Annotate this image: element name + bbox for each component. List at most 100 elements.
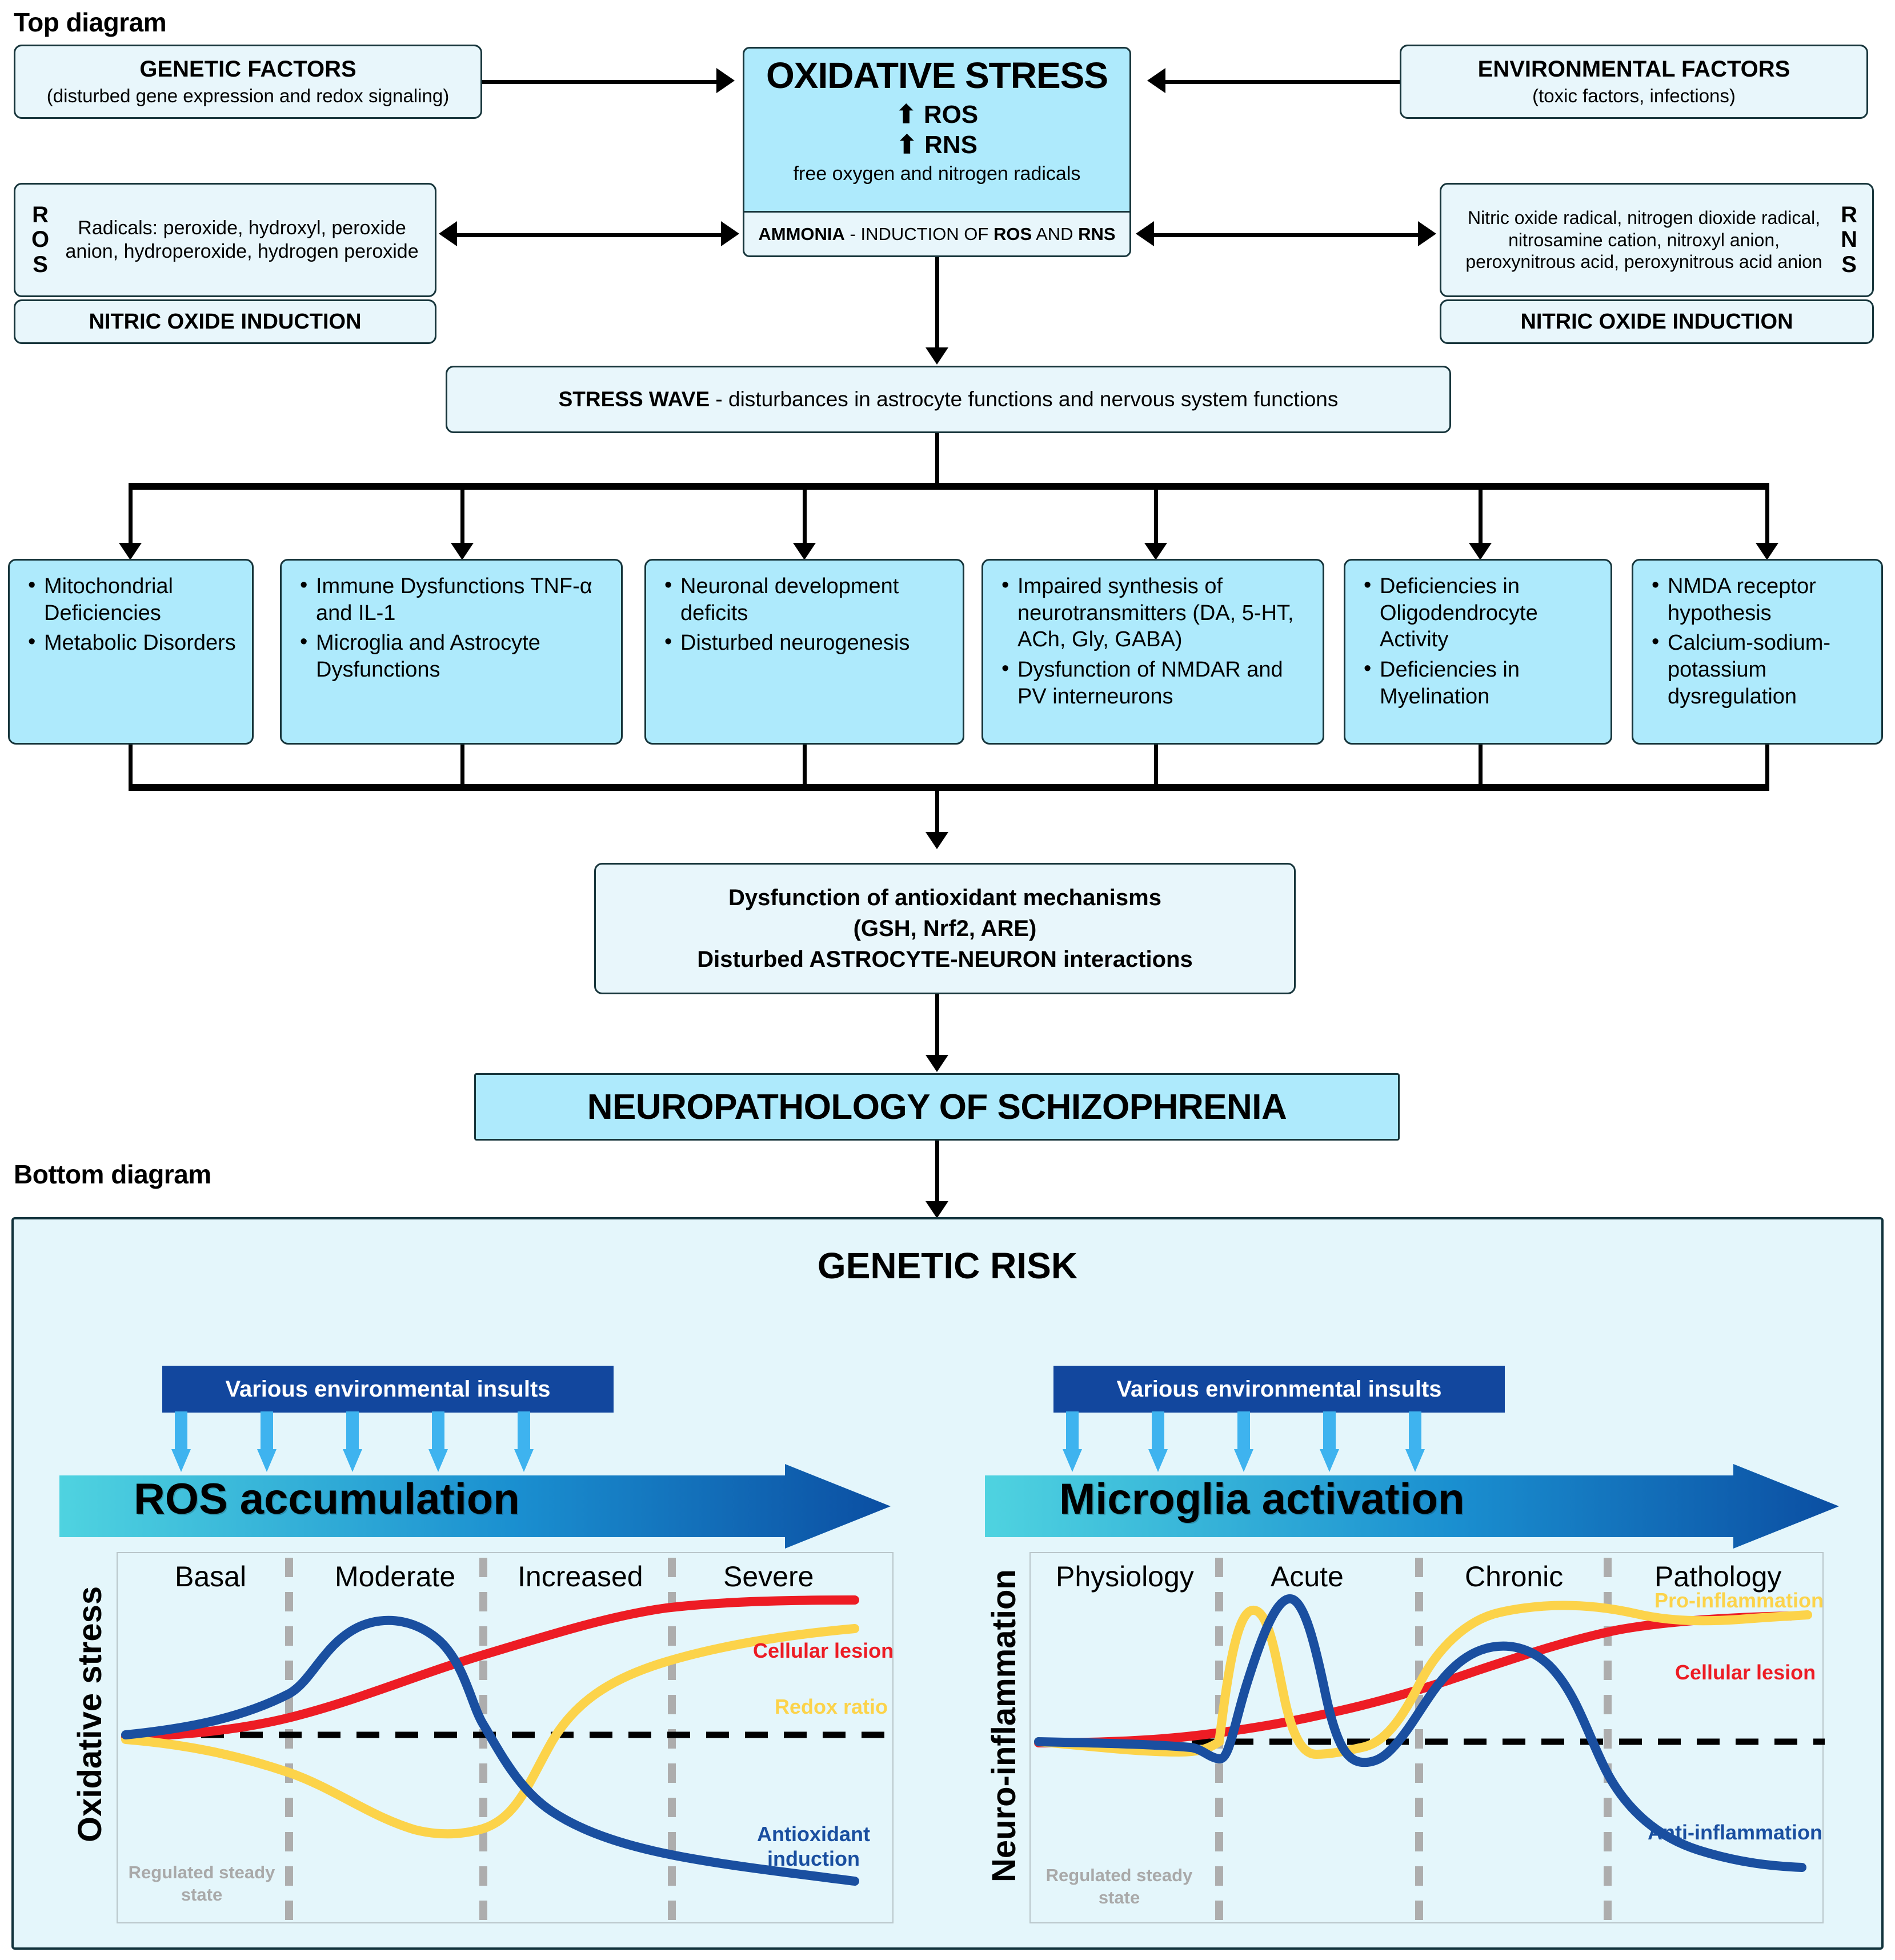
branch-drop-2 (460, 483, 464, 545)
rns-nitric-oxide-induction-box: NITRIC OXIDE INDUCTION (1440, 299, 1874, 344)
arrow-converge-to-antioxidant (926, 832, 948, 849)
ros-increase-line: ⬆ ROS (895, 101, 979, 129)
left-label-antioxidant-induction: Antioxidant induction (757, 1822, 870, 1871)
branch-list-1: Mitochondrial Deficiencies Metabolic Dis… (25, 572, 242, 660)
up-arrow-icon: ⬆ (895, 101, 917, 129)
connector-ammonia-to-rns (1154, 233, 1418, 237)
rns-increase-line: ⬆ RNS (896, 131, 977, 159)
oxidative-stress-box: OXIDATIVE STRESS ⬆ ROS ⬆ RNS free oxygen… (743, 47, 1131, 213)
left-chart-frame: Basal Moderate Increased Severe Regulate… (117, 1552, 895, 1923)
list-item: Impaired synthesis of neurotransmitters … (998, 572, 1312, 653)
arrow-ammonia-to-rns-right (1418, 221, 1436, 246)
right-label-cellular-lesion: Cellular lesion (1675, 1661, 1816, 1684)
list-item: Neuronal development deficits (661, 572, 952, 626)
right-phase-label-4: Pathology (1654, 1561, 1782, 1593)
converge-bus-horizontal (129, 784, 1769, 791)
connector-ammonia-to-stresswave (935, 257, 939, 349)
oxidative-stress-title: OXIDATIVE STRESS (766, 55, 1108, 96)
right-phase-label-3: Chronic (1465, 1561, 1564, 1593)
left-phase-label-2: Moderate (335, 1561, 456, 1593)
right-label-anti-inflammation: Anti-inflammation (1648, 1821, 1822, 1844)
branch-arrow-4 (1144, 543, 1167, 560)
right-insults-label: Various environmental insults (1116, 1376, 1442, 1402)
ammonia-text: AMMONIA - INDUCTION OF ROS AND RNS (758, 223, 1116, 244)
left-phase-label-4: Severe (723, 1561, 814, 1593)
branch-box-5: Deficiencies in Oligodendrocyte Activity… (1344, 559, 1612, 745)
converge-riser-6 (1765, 745, 1769, 787)
rns-footer: NITRIC OXIDE INDUCTION (1520, 309, 1793, 334)
right-steady-state-label: Regulated steady state (1045, 1865, 1193, 1907)
list-item: Disturbed neurogenesis (661, 629, 952, 657)
branch-box-2: Immune Dysfunctions TNF-α and IL-1 Micro… (280, 559, 623, 745)
right-phase-label-1: Physiology (1056, 1561, 1194, 1593)
branch-box-6: NMDA receptor hypothesis Calcium-sodium-… (1632, 559, 1883, 745)
list-item: NMDA receptor hypothesis (1648, 572, 1871, 626)
right-label-pro-inflammation: Pro-inflammation (1654, 1589, 1824, 1612)
ros-accumulation-label: ROS accumulation (134, 1475, 520, 1523)
genetic-risk-title: GENETIC RISK (817, 1245, 1078, 1286)
left-phase-label-1: Basal (175, 1561, 247, 1593)
converge-riser-2 (460, 745, 464, 787)
branch-arrow-2 (451, 543, 474, 560)
left-phase-dividers (285, 1558, 676, 1920)
environmental-factors-subtitle: (toxic factors, infections) (1532, 85, 1736, 107)
branch-arrow-6 (1756, 543, 1778, 560)
up-arrow-icon: ⬆ (896, 131, 918, 159)
list-item: Immune Dysfunctions TNF-α and IL-1 (297, 572, 611, 626)
branch-bus-horizontal (129, 483, 1769, 490)
left-axis-title: Oxidative stress (71, 1586, 109, 1842)
top-diagram-caption: Top diagram (14, 7, 167, 37)
left-phase-label-3: Increased (518, 1561, 643, 1593)
genetic-factors-title: GENETIC FACTORS (139, 57, 356, 82)
branch-drop-3 (803, 483, 807, 545)
branch-drop-6 (1765, 483, 1769, 545)
right-chart-frame: Physiology Acute Chronic Pathology Regul… (1029, 1552, 1825, 1923)
branch-box-1: Mitochondrial Deficiencies Metabolic Dis… (8, 559, 254, 745)
microglia-activation-arrow (985, 1464, 1839, 1549)
branch-list-5: Deficiencies in Oligodendrocyte Activity… (1360, 572, 1600, 714)
microglia-activation-label: Microglia activation (1059, 1475, 1465, 1523)
connector-environmental-to-oxidative (1165, 80, 1400, 84)
list-item: Calcium-sodium-potassium dysregulation (1648, 629, 1871, 710)
ros-body: Radicals: peroxide, hydroxyl, peroxide a… (65, 217, 419, 262)
arrow-ammonia-to-rns-left (1136, 221, 1154, 246)
right-insults-box: Various environmental insults (1053, 1366, 1505, 1413)
converge-riser-3 (803, 745, 807, 787)
rns-body: Nitric oxide radical, nitrogen dioxide r… (1465, 207, 1822, 273)
connector-genetic-to-oxidative (482, 80, 716, 84)
left-steady-state-label: Regulated steady state (128, 1862, 275, 1905)
branch-drop-1 (129, 483, 133, 545)
branch-arrow-5 (1469, 543, 1492, 560)
left-curve-cellular-lesion (121, 1595, 859, 1742)
list-item: Dysfunction of NMDAR and PV interneurons (998, 655, 1312, 710)
branch-list-4: Impaired synthesis of neurotransmitters … (998, 572, 1312, 714)
ros-accumulation-arrow (59, 1464, 891, 1549)
connector-ammonia-to-ros (457, 233, 721, 237)
antioxidant-line1: Dysfunction of antioxidant mechanisms (728, 885, 1161, 910)
branch-drop-5 (1479, 483, 1483, 545)
ros-footer: NITRIC OXIDE INDUCTION (89, 309, 362, 334)
genetic-factors-box: GENETIC FACTORS (disturbed gene expressi… (14, 45, 482, 119)
rns-box: Nitric oxide radical, nitrogen dioxide r… (1440, 183, 1874, 297)
arrow-antioxidant-to-neuropathology (926, 1055, 948, 1072)
right-insult-arrows (1063, 1411, 1425, 1472)
list-item: Microglia and Astrocyte Dysfunctions (297, 629, 611, 683)
converge-bus-stem (935, 789, 939, 834)
branch-box-3: Neuronal development deficits Disturbed … (644, 559, 964, 745)
branch-bus-stem (935, 433, 939, 485)
list-item: Deficiencies in Oligodendrocyte Activity (1360, 572, 1600, 653)
neuropathology-box: NEUROPATHOLOGY OF SCHIZOPHRENIA (474, 1073, 1400, 1141)
left-curve-redox-ratio (121, 1624, 859, 1839)
converge-riser-1 (129, 745, 133, 787)
left-label-redox-ratio: Redox ratio (775, 1695, 888, 1718)
left-insult-arrows (171, 1411, 534, 1472)
branch-list-2: Immune Dysfunctions TNF-α and IL-1 Micro… (297, 572, 611, 687)
arrow-genetic-to-oxidative (716, 68, 735, 93)
ros-nitric-oxide-induction-box: NITRIC OXIDE INDUCTION (14, 299, 436, 344)
stress-wave-text: STRESS WAVE - disturbances in astrocyte … (558, 387, 1339, 411)
right-axis-title: Neuro-inflammation (985, 1569, 1023, 1882)
branch-list-3: Neuronal development deficits Disturbed … (661, 572, 952, 660)
list-item: Mitochondrial Deficiencies (25, 572, 242, 626)
